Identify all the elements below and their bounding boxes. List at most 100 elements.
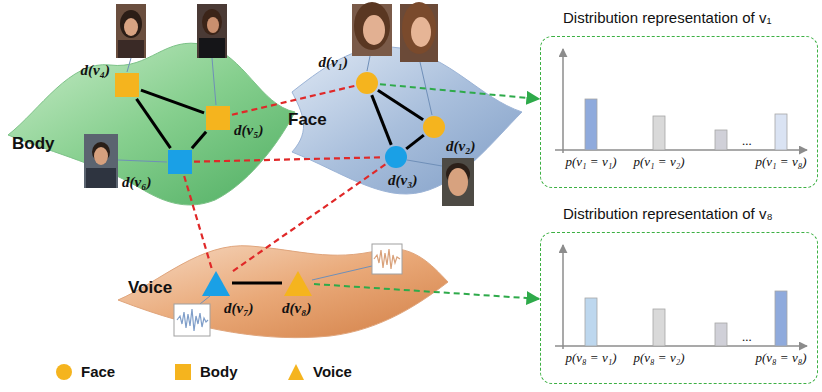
graph-vertex: d(v₆) — [167, 149, 193, 175]
graph-edge — [406, 135, 424, 149]
photo-hair — [120, 10, 142, 38]
graph-vertex: d(v₄) — [114, 72, 140, 98]
vertex-label: d(v₇) — [224, 300, 253, 317]
probability-bar — [653, 309, 665, 346]
vertex-circle — [356, 72, 378, 94]
photo-body — [199, 38, 225, 58]
leader-lines — [118, 56, 442, 304]
box-title: Distribution representation of v₈ — [563, 205, 773, 222]
legend-symbol — [287, 363, 305, 381]
vertex-shape — [355, 71, 379, 95]
vertex-shape — [114, 72, 140, 98]
graph-vertex: d(v₈) — [283, 270, 313, 297]
vertex-label: d(v₂) — [446, 138, 475, 155]
photo-face — [448, 168, 468, 196]
vertex-square — [115, 73, 139, 97]
bar-label: ... — [742, 329, 752, 345]
distribution-arrow — [380, 84, 539, 99]
legend-symbol — [55, 363, 73, 381]
legend-text: Body — [200, 363, 238, 380]
probability-bar — [653, 116, 665, 150]
graph-edge — [192, 132, 206, 148]
vertex-circle — [56, 364, 72, 380]
icon-frame — [174, 304, 210, 336]
photo-ground — [442, 158, 474, 206]
vertex-square — [175, 364, 191, 380]
legend-text: Face — [81, 363, 115, 380]
photo-hair — [402, 2, 436, 54]
box-title: Distribution representation of v₁ — [563, 9, 772, 26]
vertex-shape — [205, 105, 231, 131]
photo-face — [363, 15, 385, 45]
legend-text: Voice — [313, 363, 352, 380]
vertex-label: d(v₄) — [81, 62, 110, 79]
vertex-shape — [422, 115, 446, 139]
bar-label: p(v₈ = v₂) — [633, 350, 684, 366]
face-photo — [400, 2, 438, 62]
graph-edge — [378, 90, 423, 120]
leader-line — [127, 58, 131, 72]
face-photo — [352, 2, 392, 56]
graph-vertex: d(v₁) — [355, 71, 379, 95]
vertex-shape — [283, 270, 313, 297]
probability-bar — [585, 298, 597, 346]
vertex-shape — [167, 149, 193, 175]
photo-body — [86, 168, 116, 188]
bar-label: p(v₈ = v₈) — [755, 350, 806, 366]
region-label: Body — [12, 134, 55, 154]
face-photo — [442, 158, 474, 206]
probability-bar — [775, 114, 787, 150]
vertex-square — [206, 106, 230, 130]
distribution-box: Distribution representation of v₈p(v₈ = … — [540, 232, 818, 384]
vertex-label: d(v₃) — [388, 172, 417, 189]
body-photo — [116, 4, 146, 58]
photo-face — [124, 18, 138, 36]
vertex-shape — [384, 145, 408, 169]
graph-edge — [372, 95, 392, 145]
waveform — [374, 249, 400, 269]
graph-edge — [141, 90, 204, 113]
photo-ground — [84, 134, 118, 188]
vertex-label: d(v₅) — [234, 122, 263, 139]
probability-bar — [775, 291, 787, 346]
vertex-triangle — [288, 364, 304, 380]
bar-label: p(v₁ = v₂) — [633, 154, 684, 170]
bar-label: ... — [742, 133, 752, 149]
waveform — [177, 309, 208, 331]
y-axis — [562, 245, 564, 349]
graph-edge — [137, 99, 171, 148]
vertex-triangle — [284, 271, 312, 296]
distribution-box: Distribution representation of v₁p(v₁ = … — [540, 36, 818, 188]
probability-bar — [715, 130, 727, 150]
photo-ground — [116, 4, 146, 58]
leader-line — [367, 56, 370, 71]
body-photo — [197, 4, 227, 58]
body-photo — [84, 134, 118, 188]
leader-line — [407, 160, 442, 166]
photo-hair — [202, 9, 222, 35]
distribution-arrow — [314, 284, 539, 299]
leader-line — [312, 266, 372, 280]
graph-edge — [232, 282, 282, 285]
leader-line — [118, 160, 167, 162]
photo-hair — [354, 2, 390, 50]
photo-body — [118, 40, 144, 58]
vertex-label: d(v₈) — [282, 300, 311, 317]
bar-label: p(v₁ = v₁) — [565, 154, 616, 170]
cross-modal-edge — [232, 164, 386, 271]
photo-ground — [197, 4, 227, 58]
leader-line — [212, 58, 216, 105]
cross-modal-edge — [184, 176, 212, 269]
vertex-circle — [385, 146, 407, 168]
probability-bar — [585, 99, 597, 150]
vertex-label: d(v₆) — [122, 174, 151, 191]
legend-symbol — [174, 363, 192, 381]
vertex-shape — [201, 270, 231, 297]
graph-vertex: d(v₃) — [384, 145, 408, 169]
waveform-icon — [174, 304, 210, 336]
leader-line — [200, 296, 210, 304]
